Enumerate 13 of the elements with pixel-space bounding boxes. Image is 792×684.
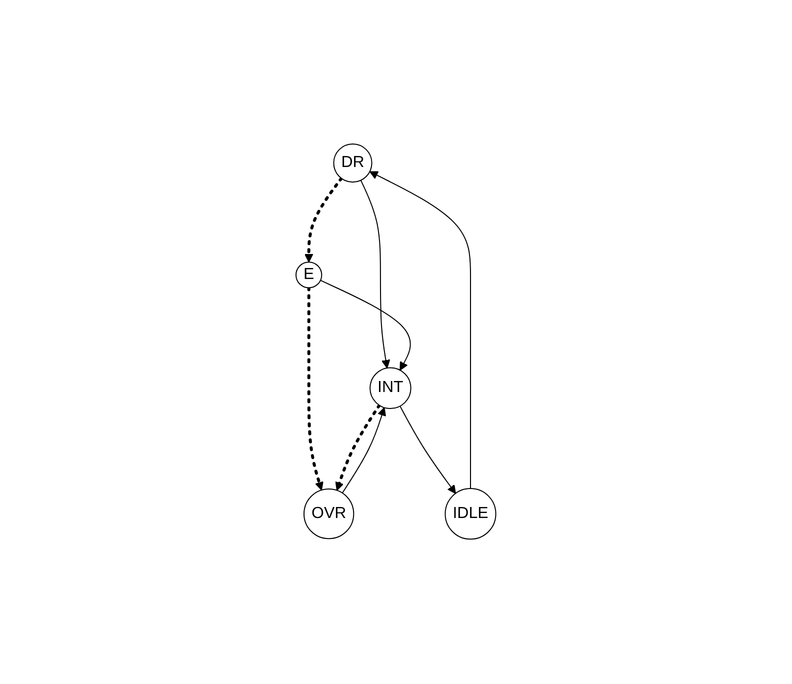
arrow [360,180,390,369]
arrow [342,408,386,494]
node-circle: DR [333,144,372,184]
node-circle: IDLE [444,488,496,540]
arrow [320,280,411,372]
arrow [307,286,324,491]
node-circle: E [296,262,322,289]
arrow [400,406,456,494]
arrow [304,177,343,263]
arrow [335,404,381,492]
arrow [369,172,472,490]
node-circle: OVR [304,488,354,540]
node-circle: INT [370,368,412,410]
